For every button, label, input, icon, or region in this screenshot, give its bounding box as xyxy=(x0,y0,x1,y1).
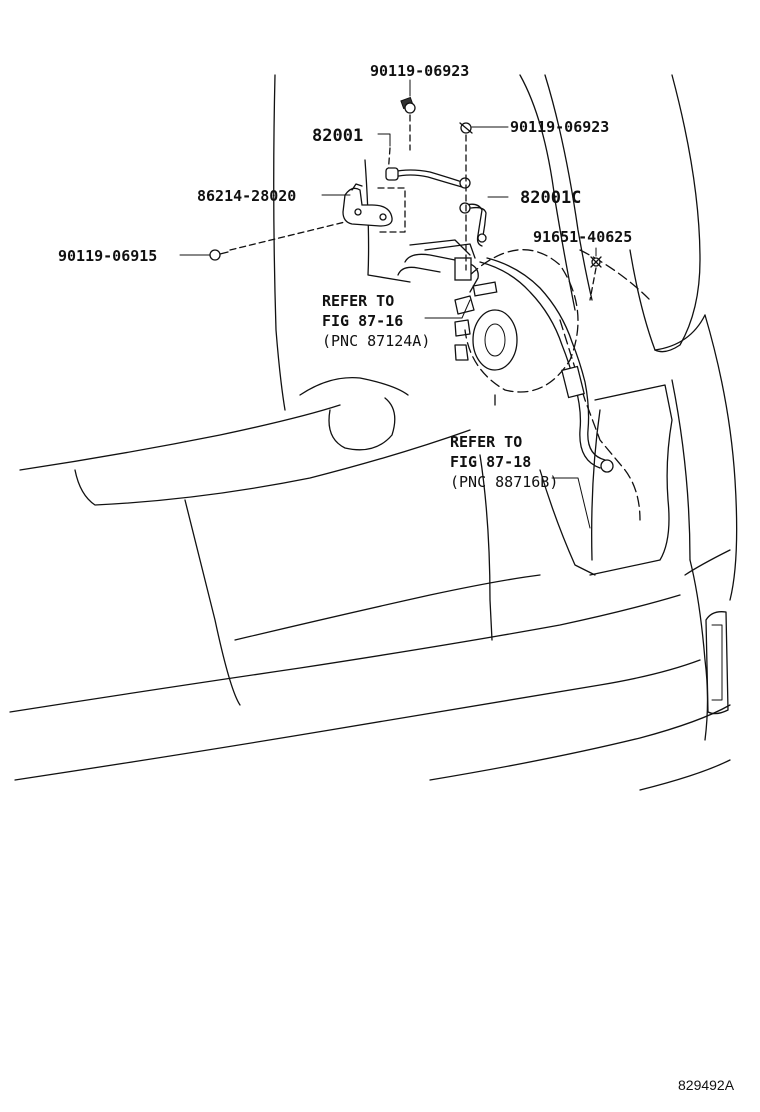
reference-note-2: REFER TO FIG 87-18 (PNC 88716B) xyxy=(450,433,558,491)
label-wire-82001C: 82001C xyxy=(520,188,581,208)
ref1-line1: REFER TO xyxy=(322,292,394,310)
wire-harness-82001C xyxy=(459,202,487,247)
washer-hose xyxy=(472,257,614,473)
label-bolt-top: 90119-06923 xyxy=(370,62,469,80)
bolt-left-icon xyxy=(209,221,346,261)
label-bolt-right: 90119-06923 xyxy=(510,118,609,136)
bolt-right-icon xyxy=(459,122,473,271)
label-bolt-left: 90119-06915 xyxy=(58,247,157,265)
ref1-line3: (PNC 87124A) xyxy=(322,332,430,350)
leader-lines xyxy=(179,79,597,529)
diagram-id: 829492A xyxy=(678,1077,735,1093)
screw-icon xyxy=(589,256,602,301)
ref2-line1: REFER TO xyxy=(450,433,522,451)
label-bracket: 86214-28020 xyxy=(197,187,296,205)
bolt-top-icon xyxy=(400,96,416,151)
reference-note-1: REFER TO FIG 87-16 (PNC 87124A) xyxy=(322,292,430,350)
wiper-motor-assembly xyxy=(397,243,579,393)
vehicle-body-outline xyxy=(9,74,738,791)
label-screw: 91651-40625 xyxy=(533,228,632,246)
ref2-line3: (PNC 88716B) xyxy=(450,473,558,491)
ref2-line2: FIG 87-18 xyxy=(450,453,531,471)
ref1-line2: FIG 87-16 xyxy=(322,312,403,330)
bracket-part xyxy=(342,183,406,233)
wire-harness-82001 xyxy=(385,147,471,189)
label-wire-82001: 82001 xyxy=(312,126,363,146)
